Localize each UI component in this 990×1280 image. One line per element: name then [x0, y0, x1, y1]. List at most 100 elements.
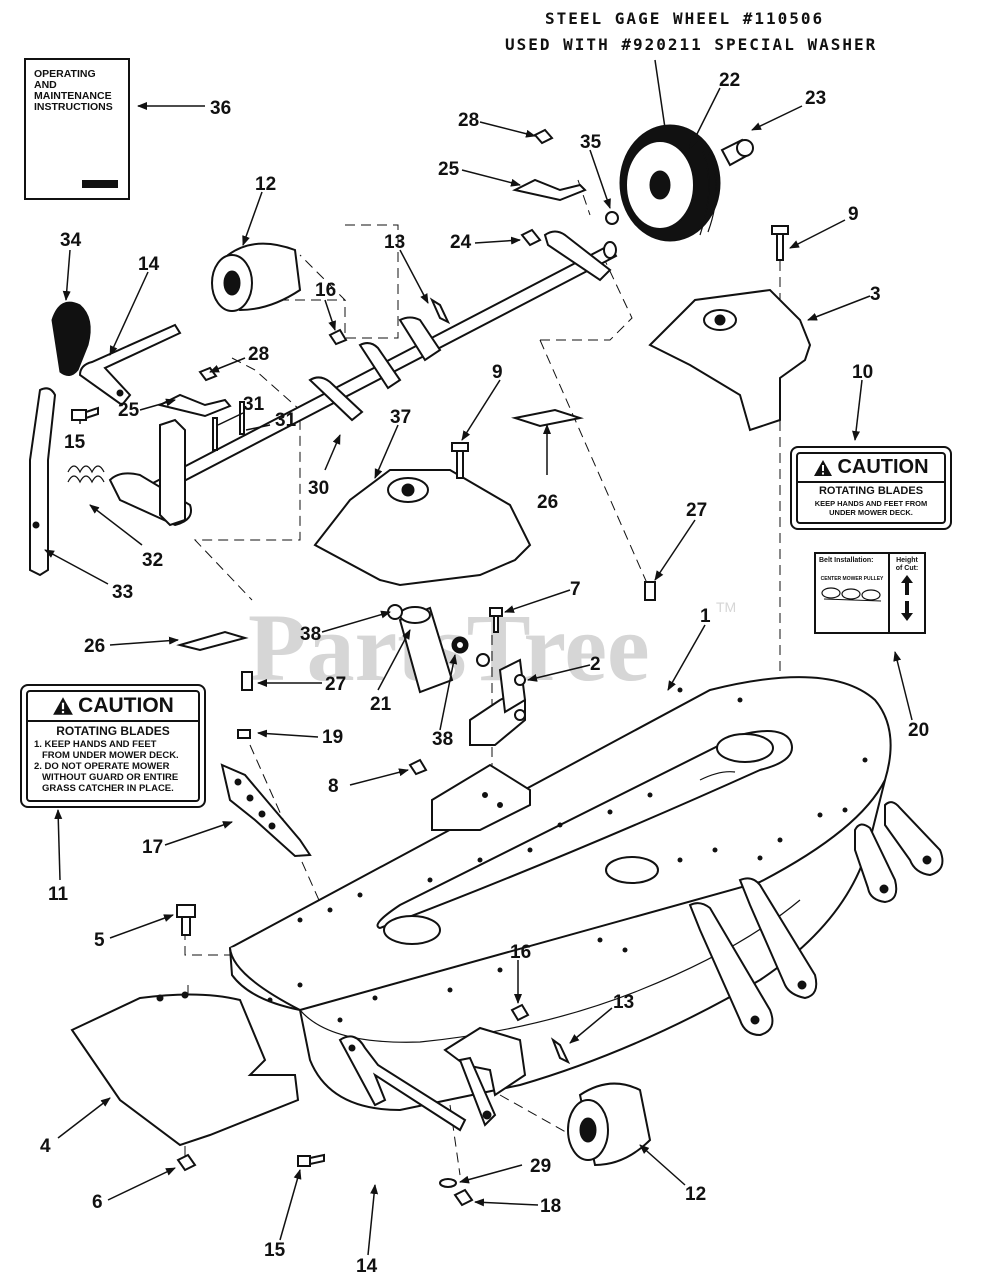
callout-38-mid: 38: [432, 729, 453, 750]
callout-12-bottom: 12: [685, 1184, 706, 1205]
callout-16-top: 16: [315, 280, 336, 301]
callout-16-bottom: 16: [510, 942, 531, 963]
gage-wheel-note-line2: USED WITH #920211 SPECIAL WASHER: [505, 35, 877, 54]
caution-decal-10: CAUTION ROTATING BLADES KEEP HANDS AND F…: [790, 446, 952, 530]
decal-11-heading: CAUTION: [78, 694, 174, 717]
decal-11-subheading: ROTATING BLADES: [56, 724, 170, 738]
manual-title: OPERATING AND MAINTENANCE INSTRUCTIONS: [34, 68, 113, 113]
decal-11-line3: 2. DO NOT OPERATE MOWER: [34, 761, 170, 772]
callout-23: 23: [805, 88, 826, 109]
decal-11-line2: FROM UNDER MOWER DECK.: [42, 750, 179, 761]
callout-37: 37: [390, 407, 411, 428]
callout-34: 34: [60, 230, 82, 251]
callout-18: 18: [540, 1196, 561, 1217]
decal-10-heading: CAUTION: [837, 456, 929, 478]
discharge-guard: [70, 991, 300, 1147]
deck-hanger-brackets: [688, 801, 944, 1037]
callout-9-right: 9: [848, 204, 859, 225]
callout-27-right: 27: [686, 500, 707, 521]
callout-7: 7: [570, 579, 581, 600]
callout-25-left: 25: [118, 400, 140, 421]
callout-31-b: 31: [275, 410, 297, 431]
callout-31-a: 31: [243, 394, 265, 415]
handle-grip: [51, 301, 91, 376]
warning-triangle-icon: [814, 459, 833, 476]
lift-handle-lower: [338, 1035, 467, 1132]
pins: [212, 401, 245, 451]
height-arrows-icon: [901, 575, 913, 621]
height-decal-title: Height of Cut:: [895, 557, 919, 572]
belt-decal-caption: CENTER MOWER PULLEY: [820, 576, 884, 582]
decal-11-line5: GRASS CATCHER IN PLACE.: [42, 783, 174, 794]
manual-logo: [82, 180, 118, 188]
callout-30: 30: [308, 478, 329, 499]
callout-15-bottom: 15: [264, 1240, 286, 1261]
warning-triangle-icon: [53, 697, 74, 715]
callout-29: 29: [530, 1156, 551, 1177]
callout-4: 4: [40, 1136, 51, 1157]
callout-28-left: 28: [248, 344, 269, 365]
callout-14-top: 14: [138, 254, 160, 275]
note-pointer: [654, 59, 666, 129]
belt-decal-title: Belt Installation:: [819, 557, 874, 564]
callout-21: 21: [370, 694, 392, 715]
belt-routing-icon: [821, 587, 882, 602]
lift-handle-upper: [78, 323, 182, 407]
deck-roller-upper: [211, 242, 302, 312]
gage-wheel: [619, 124, 721, 242]
callout-12-top: 12: [255, 174, 276, 195]
spacer: [398, 606, 454, 694]
axle-rod: [108, 230, 618, 527]
decal-11-line1: 1. KEEP HANDS AND FEET: [34, 739, 157, 750]
callout-13-bottom: 13: [613, 992, 634, 1013]
axle-bolt: [720, 138, 754, 167]
deck-roller-lower: [567, 1082, 652, 1167]
callout-26-right: 26: [537, 492, 558, 513]
callout-24: 24: [450, 232, 472, 253]
spindle-cover-center: [313, 469, 532, 587]
callout-6: 6: [92, 1192, 103, 1213]
idler-bracket: [469, 653, 527, 746]
callout-19: 19: [322, 727, 343, 748]
decal-10-subheading: ROTATING BLADES: [818, 485, 924, 497]
caution-decal-11: CAUTION ROTATING BLADES 1. KEEP HANDS AN…: [20, 684, 206, 808]
callout-3: 3: [870, 284, 881, 305]
watermark-trademark: TM: [716, 599, 736, 615]
mower-deck-housing: [228, 676, 892, 1112]
callout-26-left: 26: [84, 636, 105, 657]
callout-15-top: 15: [64, 432, 86, 453]
operating-manual: OPERATING AND MAINTENANCE INSTRUCTIONS: [24, 58, 130, 200]
callout-20: 20: [908, 720, 929, 741]
height-lever: [29, 387, 57, 577]
callout-8: 8: [328, 776, 339, 797]
callout-14-bottom: 14: [356, 1256, 378, 1277]
spindle-cover-right: [648, 288, 812, 432]
callout-22: 22: [719, 70, 740, 91]
callout-numbers: 36 22 23 28 35 25 9 3 24 12 13 16 34 14 …: [40, 70, 929, 1277]
decal-11-line4: WITHOUT GUARD OR ENTIRE: [42, 772, 179, 783]
callout-38-top: 38: [300, 624, 321, 645]
callout-11: 11: [48, 884, 69, 905]
callout-10: 10: [852, 362, 873, 383]
callout-2: 2: [590, 654, 601, 675]
callout-25-top: 25: [438, 159, 460, 180]
callout-35: 35: [580, 132, 602, 153]
gage-wheel-note-line1: STEEL GAGE WHEEL #110506: [545, 9, 824, 28]
callout-28-top: 28: [458, 110, 479, 131]
callout-5: 5: [94, 930, 105, 951]
callout-9-center: 9: [492, 362, 503, 383]
callout-17: 17: [142, 837, 163, 858]
callout-36: 36: [210, 98, 231, 119]
small-hardware: [71, 128, 789, 1207]
lower-lift-bracket: [443, 1026, 527, 1127]
callout-1: 1: [700, 606, 711, 627]
callout-leaders: [44, 87, 913, 1256]
decal-10-text: KEEP HANDS AND FEET FROM UNDER MOWER DEC…: [814, 499, 928, 517]
side-bracket: [220, 763, 312, 858]
callout-13-top: 13: [384, 232, 405, 253]
belt-height-decal: Belt Installation: CENTER MOWER PULLEY H…: [814, 552, 926, 634]
callout-32: 32: [142, 550, 163, 571]
spring: [67, 465, 105, 484]
callout-33: 33: [112, 582, 133, 603]
